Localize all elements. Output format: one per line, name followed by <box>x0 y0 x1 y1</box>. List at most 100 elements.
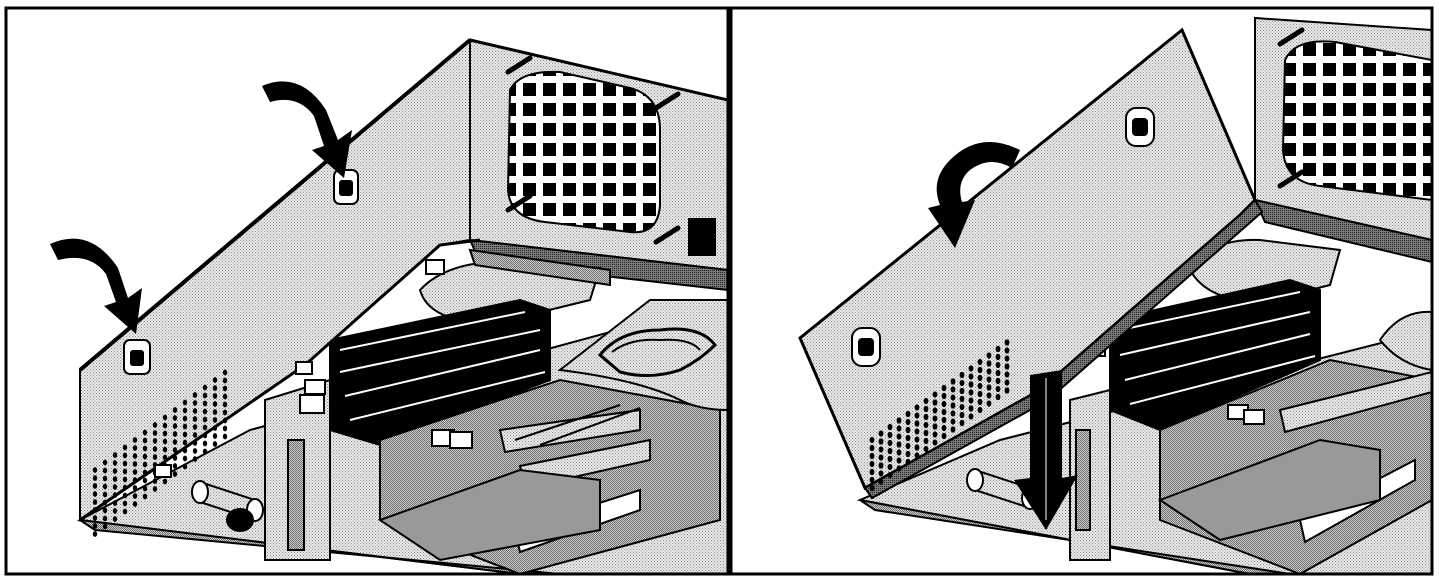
vent-hole <box>977 382 983 390</box>
vent-hole <box>192 400 198 406</box>
vent-hole <box>914 428 920 435</box>
vent-hole <box>986 368 992 375</box>
panel-right-frame <box>729 6 1434 576</box>
cable-shroud <box>557 299 728 412</box>
vent-hole <box>950 426 956 433</box>
vent-hole <box>941 416 947 424</box>
vent-hole <box>122 476 128 483</box>
vent-hole <box>122 484 128 491</box>
vent-hole <box>932 407 938 414</box>
vent-hole <box>132 437 138 443</box>
vent-hole <box>212 433 218 439</box>
vent-hole <box>950 410 956 417</box>
vent-hole <box>977 358 983 366</box>
vent-hole <box>102 523 108 530</box>
vent-hole <box>878 446 884 453</box>
vent-holes-right <box>869 339 1010 492</box>
vent-hole <box>92 531 98 537</box>
vent-hole <box>932 399 938 406</box>
vent-hole <box>968 389 974 396</box>
vent-hole <box>102 483 108 490</box>
vent-hole <box>132 453 138 459</box>
vent-hole <box>959 419 965 427</box>
vent-hole <box>869 484 875 492</box>
vent-hole <box>142 437 148 444</box>
vent-hole <box>968 365 974 372</box>
vent-hole <box>968 373 974 380</box>
vent-hole <box>202 432 208 439</box>
vent-hole <box>914 404 920 411</box>
vent-hole <box>162 446 168 453</box>
vent-hole <box>152 478 158 484</box>
vent-hole <box>887 431 893 439</box>
vent-hole <box>192 424 198 430</box>
vent-hole <box>162 438 168 445</box>
vent-hole <box>950 402 956 409</box>
vent-hole <box>212 393 218 399</box>
vent-hole <box>202 424 208 431</box>
vent-hole <box>896 457 902 464</box>
vent-hole <box>92 483 98 489</box>
vent-hole <box>132 485 138 491</box>
vent-hole <box>172 447 178 453</box>
vent-hole <box>959 371 965 379</box>
vent-hole <box>986 384 992 391</box>
vent-hole <box>896 449 902 456</box>
vent-hole <box>914 452 920 459</box>
vent-hole <box>122 508 128 515</box>
vent-hole <box>869 460 875 468</box>
vent-hole <box>1004 339 1010 346</box>
vent-hole <box>896 417 902 424</box>
vent-hole <box>914 420 920 427</box>
vent-hole <box>102 475 108 482</box>
vent-hole <box>102 499 108 506</box>
vent-hole <box>869 444 875 452</box>
vent-hole <box>1004 355 1010 362</box>
vent-hole <box>162 414 168 421</box>
vent-hole <box>968 413 974 420</box>
vent-hole <box>132 493 138 499</box>
vent-hole <box>102 467 108 474</box>
vent-hole <box>932 431 938 438</box>
vent-hole <box>112 508 118 514</box>
vent-hole <box>142 429 148 436</box>
vent-hole <box>905 426 911 434</box>
vent-hole <box>112 468 118 474</box>
latch-upper-icon <box>333 169 359 205</box>
grey-card-right <box>1157 438 1381 542</box>
psu-screws <box>505 55 681 245</box>
vent-hole <box>905 434 911 442</box>
vent-hole <box>878 454 884 461</box>
vent-hole <box>977 374 983 382</box>
vent-hole <box>222 401 228 408</box>
vent-hole <box>182 431 188 438</box>
vent-hole <box>932 423 938 430</box>
vent-hole <box>162 454 168 461</box>
vent-hole <box>192 456 198 462</box>
vent-hole <box>941 432 947 440</box>
vent-hole <box>172 431 178 437</box>
fan-grille-icon <box>506 70 661 234</box>
vent-hole <box>202 408 208 415</box>
vent-hole <box>923 421 929 429</box>
vent-hole <box>142 461 148 468</box>
vent-hole <box>905 442 911 450</box>
vent-hole <box>122 500 128 507</box>
vent-hole <box>941 408 947 416</box>
vent-hole <box>896 425 902 432</box>
vent-hole <box>122 452 128 459</box>
vent-hole <box>878 478 884 485</box>
vent-hole <box>222 417 228 424</box>
vent-hole <box>172 455 178 461</box>
vent-hole <box>941 392 947 400</box>
vent-hole <box>212 425 218 431</box>
vent-hole <box>182 415 188 422</box>
vent-hole <box>887 423 893 431</box>
vent-hole <box>932 439 938 446</box>
panel-left-frame <box>4 6 730 576</box>
latch-lower-icon <box>123 339 151 375</box>
vent-hole <box>977 406 983 414</box>
vent-hole <box>182 447 188 454</box>
vent-hole <box>152 422 158 428</box>
vent-hole <box>941 424 947 432</box>
